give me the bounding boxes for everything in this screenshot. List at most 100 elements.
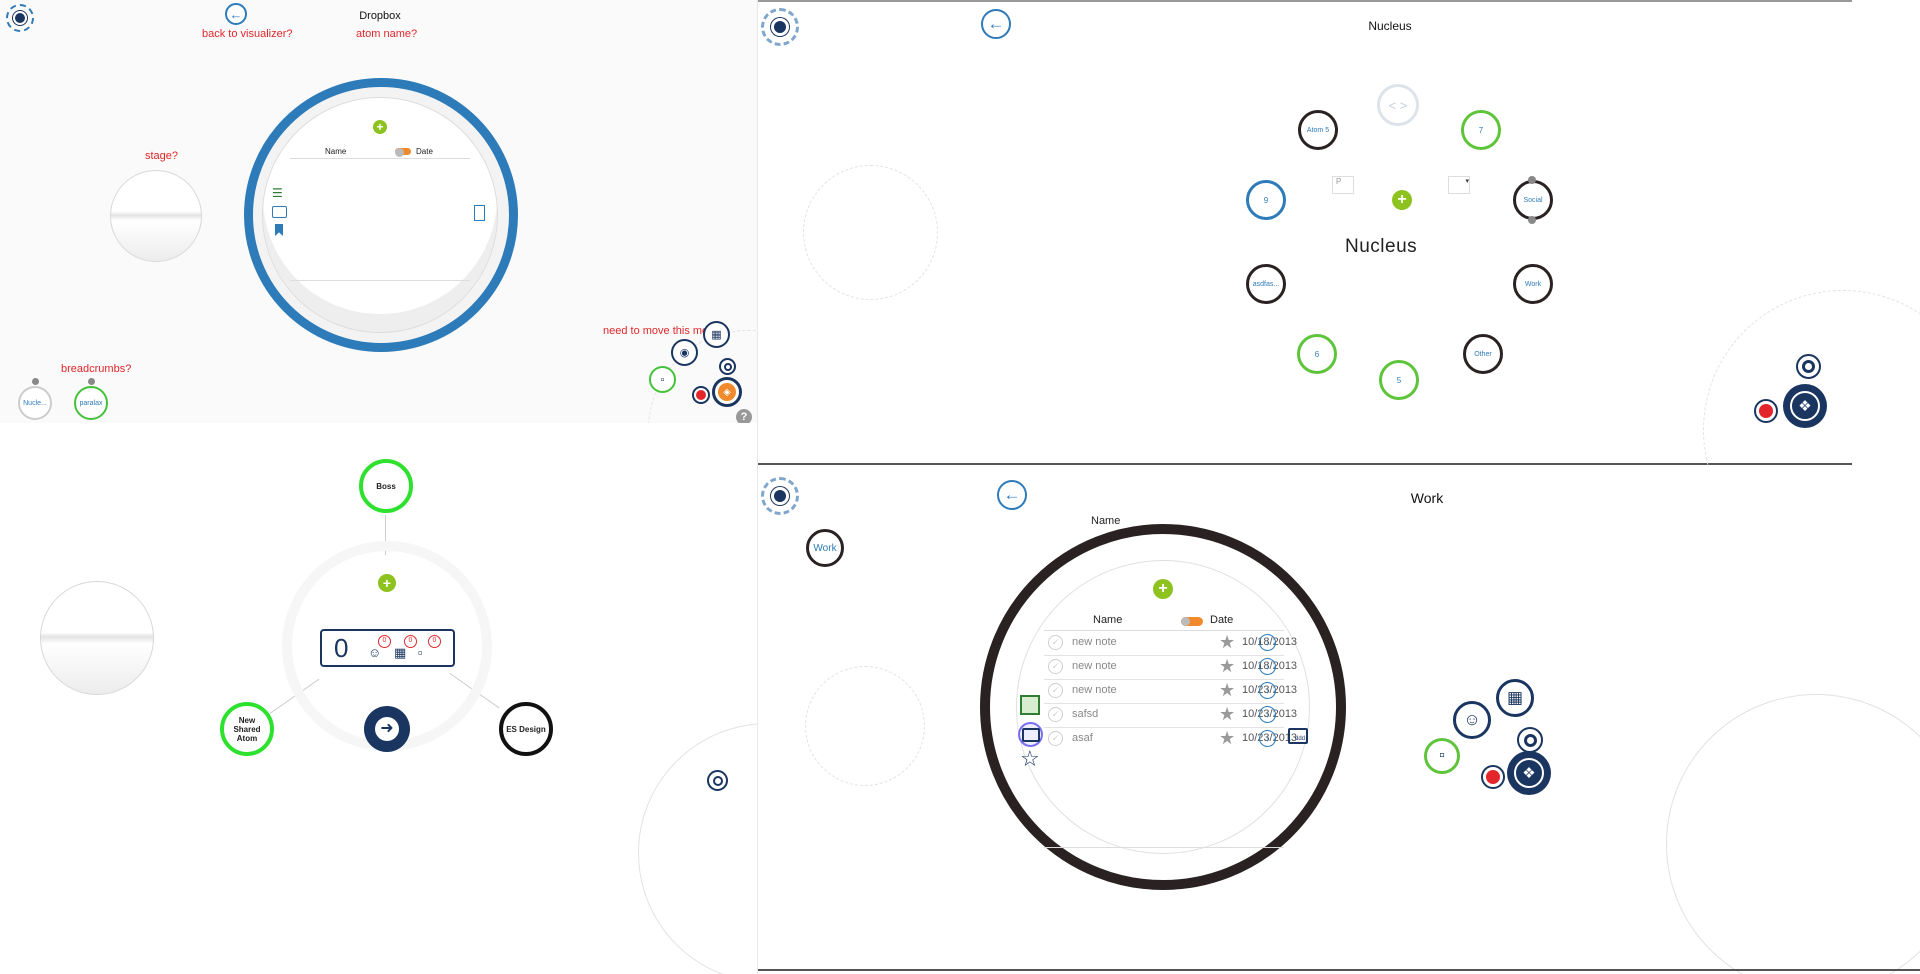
orbit-node-other[interactable]: Other [1463, 334, 1503, 374]
checklist-icon[interactable]: ☰ [272, 186, 283, 200]
dropdown-left[interactable]: P [1332, 176, 1354, 194]
network-button[interactable]: ❖ [1507, 751, 1551, 795]
small-ring-button[interactable] [719, 358, 736, 375]
users-menu-button[interactable]: ☺ [1453, 701, 1491, 739]
small-ring-button[interactable] [1796, 354, 1821, 379]
check-icon[interactable]: ✓ [1048, 683, 1063, 698]
back-arrow-icon: ← [1003, 485, 1021, 504]
star-icon[interactable]: ★ [1219, 656, 1236, 676]
notes-menu-button[interactable]: ▫ [1424, 738, 1460, 774]
code-node[interactable]: < > [1377, 84, 1419, 126]
orbit-node-asdfas[interactable]: asdfas... [1246, 264, 1286, 304]
table-row[interactable]: ✓ new note ★ 10/18/2013 ↓ [1044, 655, 1297, 680]
column-name-header[interactable]: Name [1091, 515, 1121, 527]
check-icon[interactable]: ✓ [1048, 659, 1063, 674]
eye-logo-icon[interactable] [761, 8, 799, 46]
top-border [758, 0, 1852, 2]
column-name-header[interactable]: Name [325, 147, 347, 156]
side-circle [805, 666, 925, 786]
check-icon[interactable]: ✓ [1048, 635, 1063, 650]
social-handle-bottom[interactable] [1528, 216, 1536, 224]
eye-logo-icon[interactable] [761, 477, 799, 515]
footer-divider [1044, 847, 1284, 848]
back-arrow-icon: ← [229, 6, 243, 22]
dropdown-right[interactable]: ▾ [1448, 176, 1470, 194]
column-name-label[interactable]: Name [1093, 614, 1123, 626]
work-atom-inner [1016, 560, 1310, 854]
orbit-node-9[interactable]: 9 [1246, 180, 1286, 220]
orbit-node-5[interactable]: 5 [1379, 360, 1419, 400]
table-row[interactable]: ✓ new note ★ 10/18/2013 ↓ [1044, 631, 1297, 656]
notes-menu-button[interactable]: ▫ [649, 366, 676, 393]
table-row[interactable]: ✓ asaf ★ 10/23/2013 ↓ [1044, 727, 1297, 751]
corner-arc [1666, 694, 1920, 974]
check-icon[interactable]: ✓ [1048, 731, 1063, 746]
orbit-node-7[interactable]: 7 [1461, 110, 1501, 150]
remove-button[interactable] [692, 386, 710, 404]
download-icon[interactable]: ↓ [1259, 682, 1276, 699]
back-button[interactable]: ← [225, 3, 247, 25]
network-button[interactable]: ❖ [1783, 384, 1827, 428]
orbit-node-social[interactable]: Social [1513, 180, 1553, 220]
add-node-button[interactable]: + [378, 574, 396, 592]
ddd-folder-icon[interactable]: ddd [1288, 728, 1308, 744]
add-note-button-visible[interactable]: + [1153, 579, 1173, 599]
download-icon[interactable]: ↓ [1259, 706, 1276, 723]
notes-list-icon[interactable] [1020, 695, 1040, 715]
add-orbit-button[interactable]: + [1392, 190, 1412, 210]
node-es-design[interactable]: ES Design [499, 702, 553, 756]
social-handle-top[interactable] [1528, 176, 1536, 184]
vertical-divider [757, 0, 758, 974]
download-icon[interactable]: ↓ [1259, 658, 1276, 675]
share-menu-button[interactable]: ◈ [712, 377, 742, 407]
footer-divider [290, 280, 470, 281]
star-outline-icon[interactable]: ☆ [1020, 746, 1040, 771]
atom-inner [262, 97, 498, 333]
enter-button[interactable]: ➜ [364, 706, 410, 752]
node-new-shared-atom[interactable]: New Shared Atom [220, 702, 274, 756]
breadcrumb-nucleus[interactable]: Nucle... [18, 386, 52, 420]
stage-lens-large[interactable] [40, 581, 154, 695]
star-icon[interactable]: ★ [1219, 704, 1236, 724]
back-button[interactable]: ← [981, 9, 1011, 39]
bookmark-icon[interactable] [275, 224, 283, 236]
help-icon[interactable]: ? [736, 409, 752, 423]
panel-work: ← Work Work + Name Name Date ✓ new note … [758, 466, 1920, 974]
work-bubble[interactable]: Work [806, 529, 844, 567]
stage-lens[interactable] [110, 170, 202, 262]
breadcrumb-paralax[interactable]: paralax [74, 386, 108, 420]
star-icon[interactable]: ★ [1219, 728, 1236, 748]
notes-icon: ▫ [418, 645, 423, 660]
calendar-menu-button[interactable]: ▦ [1496, 679, 1534, 717]
star-icon[interactable]: ★ [1219, 632, 1236, 652]
folder-icon[interactable] [1018, 722, 1043, 747]
remove-button[interactable] [1481, 765, 1505, 789]
small-ring-button-bottom[interactable] [707, 770, 728, 791]
folder-icon[interactable] [272, 206, 287, 218]
download-icon[interactable]: ↓ [1259, 730, 1276, 747]
add-item-button[interactable]: + [373, 120, 387, 134]
calendar-menu-button[interactable]: ▦ [703, 321, 730, 348]
check-icon[interactable]: ✓ [1048, 707, 1063, 722]
sort-toggle[interactable] [395, 148, 411, 157]
cabinet-icon[interactable] [474, 205, 485, 221]
column-date-header[interactable]: Date [416, 147, 433, 156]
eye-logo-icon[interactable] [6, 4, 34, 32]
download-icon[interactable]: ↓ [1259, 634, 1276, 651]
table-area: Name Date ✓ new note ★ 10/18/2013 ↓ ✓ ne… [1044, 610, 1297, 748]
remove-button[interactable] [1754, 399, 1778, 423]
table-row[interactable]: ✓ new note ★ 10/23/2013 ↓ [1044, 679, 1297, 704]
table-row[interactable]: ✓ safsd ★ 10/23/2013 ↓ [1044, 703, 1297, 728]
small-ring-button[interactable] [1517, 727, 1543, 753]
back-button[interactable]: ← [997, 480, 1027, 510]
column-date-label[interactable]: Date [1210, 614, 1234, 626]
sort-toggle[interactable] [1181, 617, 1203, 626]
node-boss[interactable]: Boss [359, 459, 413, 513]
orbit-node-6[interactable]: 6 [1297, 334, 1337, 374]
users-menu-button[interactable]: ◉ [671, 339, 698, 366]
star-icon[interactable]: ★ [1219, 680, 1236, 700]
corner-arc [638, 723, 757, 974]
orbit-node-work[interactable]: Work [1513, 264, 1553, 304]
bottom-border [758, 463, 1852, 465]
orbit-node-atom5[interactable]: Atom 5 [1298, 110, 1338, 150]
